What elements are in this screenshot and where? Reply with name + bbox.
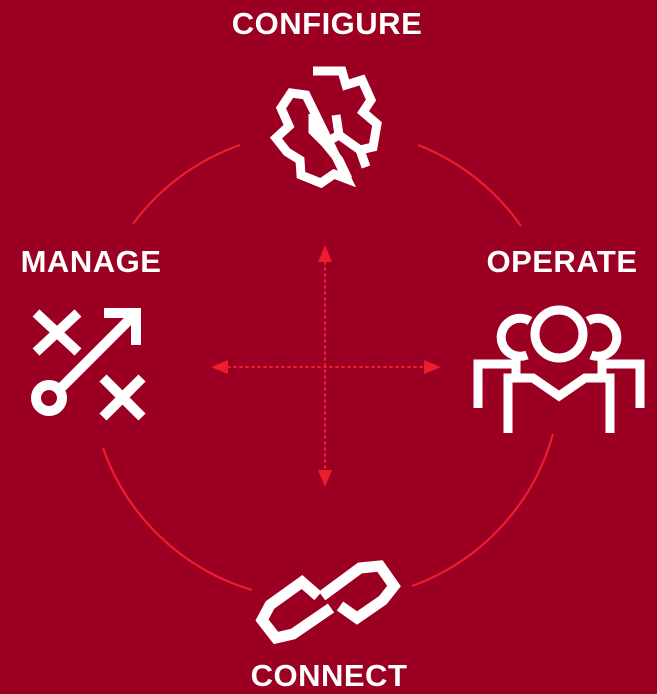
wrench-shape — [308, 114, 363, 181]
ring-arc-bottom-left — [101, 447, 253, 592]
arrow-up-head — [318, 245, 332, 262]
gear-wrench-icon — [269, 66, 382, 189]
arrow-down-head — [318, 470, 332, 487]
chain-link-left — [255, 574, 335, 645]
cycle-ring — [101, 143, 555, 592]
person-left-body — [473, 359, 521, 408]
strategy-play-icon — [31, 308, 146, 421]
chain-link-icon — [255, 560, 401, 645]
ring-arc-bottom-right — [411, 433, 555, 588]
chain-link-right — [318, 560, 401, 625]
label-configure: CONFIGURE — [231, 6, 423, 41]
ring-arc-top-right — [417, 143, 522, 227]
person-center-head — [530, 305, 588, 363]
x-mark-bottom — [99, 374, 146, 421]
four-way-arrows-icon — [211, 245, 441, 487]
people-group-icon — [473, 305, 645, 433]
label-manage: MANAGE — [20, 244, 162, 279]
ring-arc-top-left — [132, 143, 241, 225]
person-right-body — [597, 359, 645, 408]
label-operate: OPERATE — [486, 244, 638, 279]
gear-outline — [269, 66, 382, 189]
x-mark-top — [32, 309, 82, 356]
person-right-head — [585, 313, 622, 361]
person-center-body — [503, 373, 615, 433]
label-connect: CONNECT — [250, 658, 408, 693]
start-circle — [31, 380, 67, 416]
play-arrow — [58, 308, 141, 391]
arrow-right-head — [424, 360, 441, 374]
person-left-head — [496, 313, 533, 361]
arrow-left-head — [211, 360, 228, 374]
